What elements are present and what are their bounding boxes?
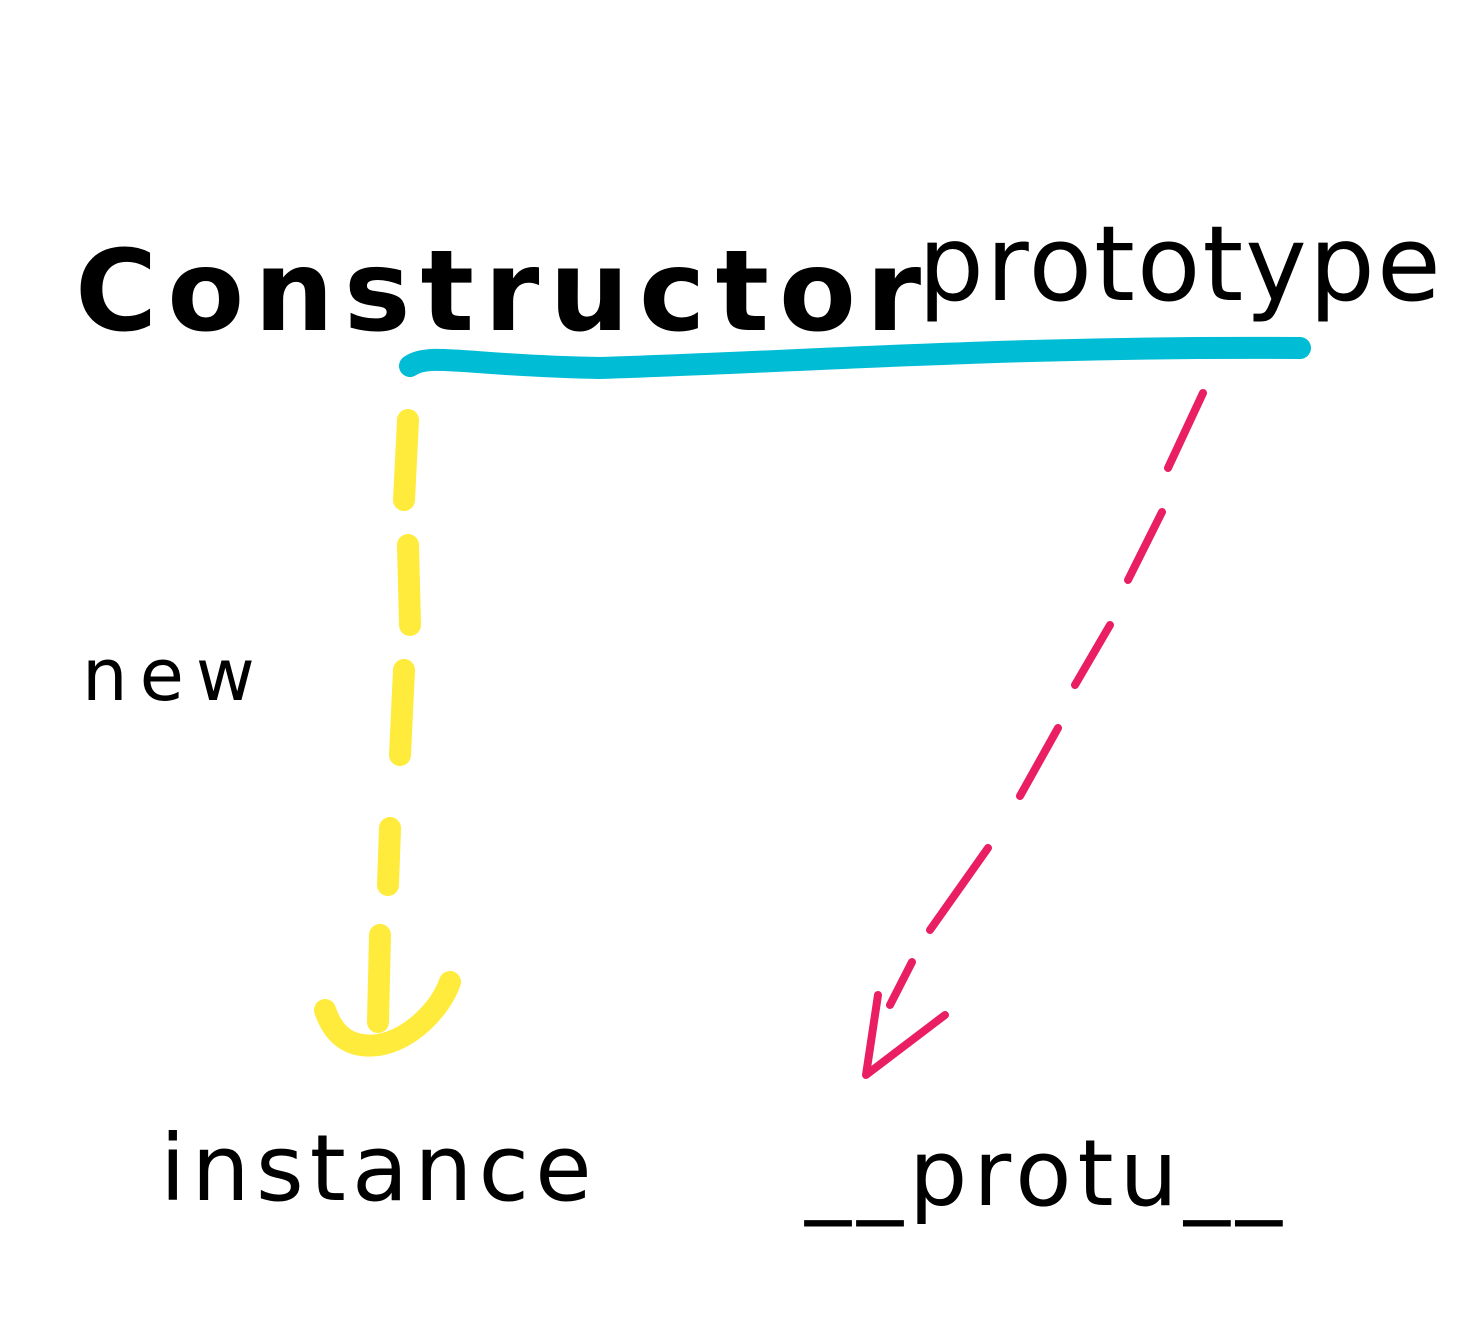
- constructor-label: Constructor: [75, 227, 931, 357]
- prototype-label: prototype: [918, 203, 1443, 325]
- new-label: new: [82, 633, 267, 717]
- proto-arrow-line: [886, 389, 1207, 1009]
- constructor-prototype-link: [399, 336, 1311, 380]
- instance-label: instance: [160, 1115, 598, 1222]
- new-arrow-head: [314, 971, 461, 1057]
- proto-label: __protu__: [804, 1120, 1288, 1227]
- new-arrow-line: [367, 409, 421, 1033]
- proto-arrow-head: [862, 991, 949, 1079]
